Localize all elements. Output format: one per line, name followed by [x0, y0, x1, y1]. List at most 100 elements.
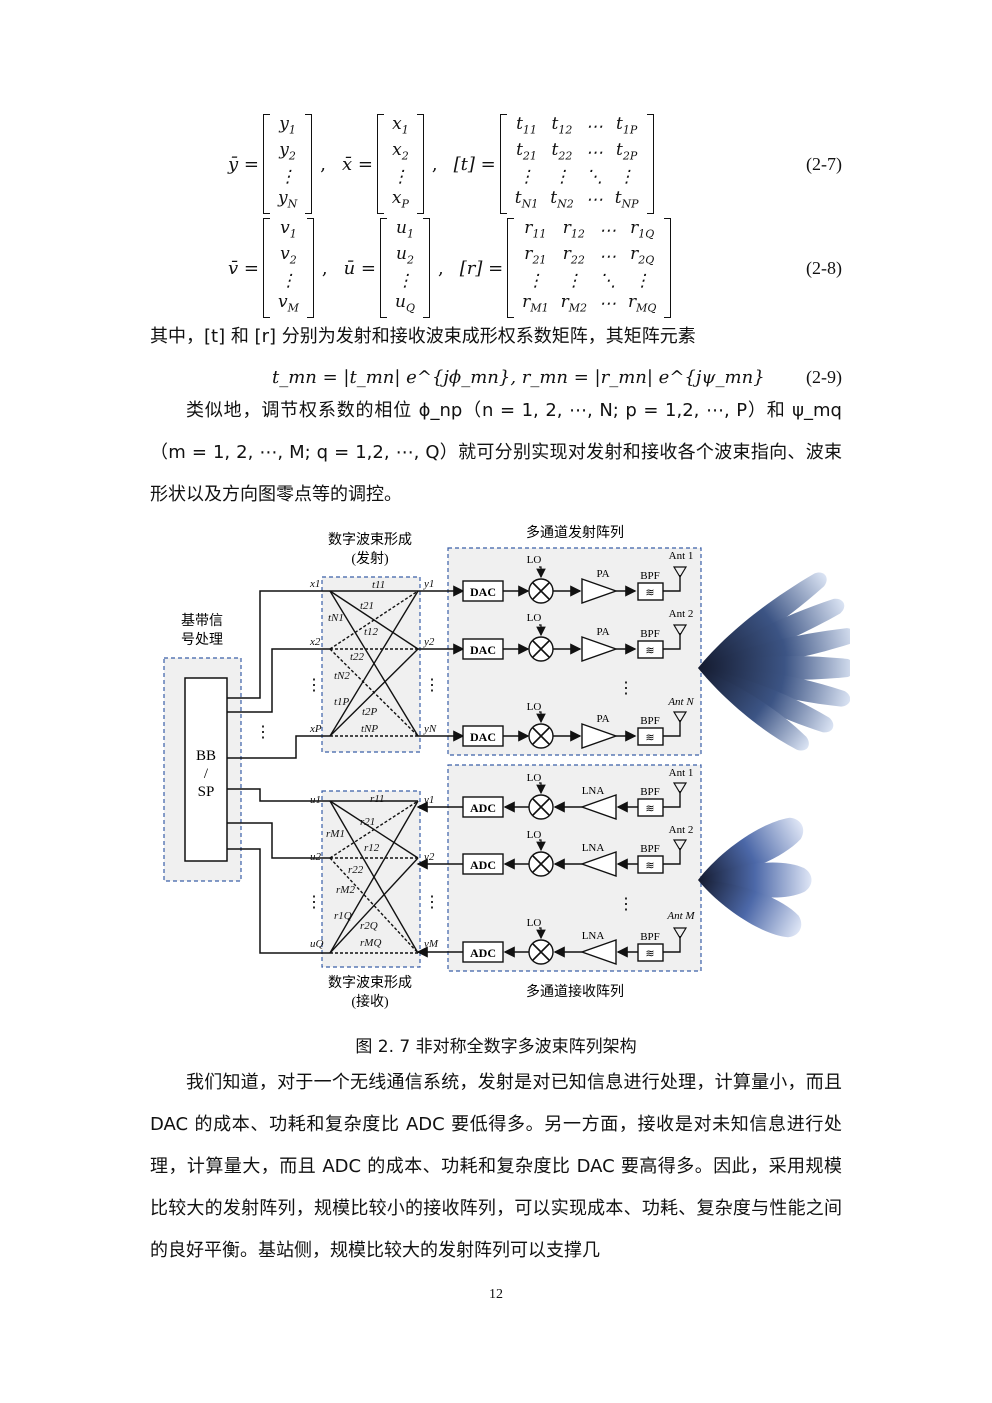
- rx-input-u1: u1: [310, 794, 321, 806]
- tx-weight-t21: t21: [360, 600, 374, 612]
- tx-output-yN: yN: [423, 723, 437, 735]
- rx-ant-1: Ant 1: [669, 767, 694, 779]
- baseband-subtitle: 号处理: [181, 632, 223, 648]
- rx-bpf-2: BPF: [640, 843, 660, 855]
- baseband-title: 基带信: [181, 612, 223, 629]
- bbsp-label-1: BB: [196, 748, 216, 764]
- rx-bf-network: [329, 800, 419, 954]
- rx-weight-r11: r11: [370, 793, 384, 805]
- rx-bf-ellipsis-right: ⋮: [424, 894, 440, 911]
- tx-weight-t22: t22: [350, 651, 365, 663]
- tx-bf-title: 数字波束形成: [328, 532, 412, 548]
- tx-weight-tN1: tN1: [328, 612, 344, 624]
- rx-lna-1: LNA: [582, 785, 605, 797]
- tx-bpf-2: BPF: [640, 628, 660, 640]
- rx-bpf-m: BPF: [640, 931, 660, 943]
- rx-adc-m: ADC: [470, 946, 496, 960]
- rx-lna-2: LNA: [582, 842, 605, 854]
- tx-feed-ellipsis: ⋮: [255, 724, 271, 741]
- tx-dac-n: DAC: [470, 730, 496, 744]
- tx-array-title: 多通道发射阵列: [526, 524, 624, 541]
- rx-beam-pattern: [698, 817, 812, 938]
- svg-text:≋: ≋: [645, 732, 654, 744]
- rx-weight-r22: r22: [348, 864, 364, 876]
- page-number: 12: [489, 1287, 503, 1302]
- equation-number-2-7: (2-7): [806, 154, 842, 174]
- svg-text:≋: ≋: [645, 645, 654, 657]
- tx-weight-tNP: tNP: [361, 723, 378, 735]
- tx-weight-tN2: tN2: [334, 670, 350, 682]
- svg-text:≋: ≋: [645, 803, 654, 815]
- tx-bpf-n: BPF: [640, 715, 660, 727]
- tx-ant-1: Ant 1: [669, 550, 694, 562]
- rx-lo-2: LO: [527, 829, 542, 841]
- tx-chain-ellipsis: ⋮: [618, 680, 634, 697]
- figure-caption: 图 2. 7 非对称全数字多波束阵列架构: [355, 1037, 637, 1057]
- figure-asymmetric-multibeam-array: 数字波束形成 (发射) 多通道发射阵列 基带信 号处理 数字波束形成 (接收) …: [163, 524, 850, 1010]
- rx-lo-m: LO: [527, 917, 542, 929]
- tx-input-x2: x2: [309, 636, 321, 648]
- rx-bpf-1: BPF: [640, 786, 660, 798]
- rx-chain-2: ADC LO LNA ≋ BPF Ant 2: [416, 824, 693, 877]
- tx-output-y1: y1: [423, 578, 434, 590]
- tx-weight-t12: t12: [364, 626, 379, 638]
- paragraph-phase-control: 类似地，调节权系数的相位 ϕ_np（n = 1, 2, ⋯, N; p = 1,…: [150, 400, 842, 505]
- rx-lna-m: LNA: [582, 930, 605, 942]
- tx-bf-network: [329, 590, 419, 737]
- tx-lo-2: LO: [527, 612, 542, 624]
- tx-bpf-1: BPF: [640, 570, 660, 582]
- equation-number-2-8: (2-8): [806, 258, 842, 278]
- rx-input-u2: u2: [310, 851, 322, 863]
- tx-bf-ellipsis-right: ⋮: [424, 677, 440, 694]
- rx-chain-1: ADC LO LNA ≋ BPF Ant 1: [416, 767, 694, 820]
- tx-input-x1: x1: [309, 578, 320, 590]
- equation-number-2-9: (2-9): [806, 367, 842, 387]
- rx-ant-m: Ant M: [666, 910, 695, 922]
- where-line: 其中，[t] 和 [r] 分别为发射和接收波束成形权系数矩阵，其矩阵元素: [150, 326, 696, 347]
- eq-lhs-r: [r] =: [459, 257, 504, 279]
- eq-lhs-t: [t] =: [453, 153, 496, 175]
- bbsp-label-2: /: [204, 766, 209, 782]
- tx-lo-n: LO: [527, 701, 542, 713]
- rx-array-title: 多通道接收阵列: [526, 983, 624, 1000]
- rx-bf-subtitle: (接收): [351, 993, 389, 1010]
- rx-weight-rMQ: rMQ: [360, 937, 381, 949]
- tx-chain-1: DAC LO PA ≋ BPF Ant 1: [418, 550, 694, 604]
- rx-weight-r21: r21: [360, 816, 375, 828]
- tx-pa-1: PA: [596, 568, 609, 580]
- tx-pa-n: PA: [596, 713, 609, 725]
- tx-weight-t1P: t1P: [334, 696, 350, 708]
- rx-weight-r1Q: r1Q: [334, 910, 352, 922]
- tx-dac-1: DAC: [470, 585, 496, 599]
- rx-bf-title: 数字波束形成: [328, 975, 412, 991]
- eq-lhs-y: ȳ =: [228, 153, 259, 175]
- tx-output-y2: y2: [423, 636, 435, 648]
- tx-ant-n: Ant N: [667, 696, 694, 708]
- rx-input-uQ: uQ: [310, 938, 324, 950]
- equation-2-9: t_mn = |t_mn| e^{jϕ_mn}, r_mn = |r_mn| e…: [272, 367, 765, 388]
- tx-feed-lines: [227, 590, 330, 954]
- rx-weight-rM1: rM1: [326, 828, 345, 840]
- rx-bf-ellipsis-left: ⋮: [306, 894, 322, 911]
- rx-weight-rM2: rM2: [336, 884, 355, 896]
- rx-weight-r12: r12: [364, 842, 380, 854]
- tx-bf-subtitle: (发射): [351, 551, 389, 567]
- svg-text:≋: ≋: [645, 948, 654, 960]
- tx-chain-2: DAC LO PA ≋ BPF Ant 2: [418, 608, 693, 662]
- rx-output-v1: v1: [424, 794, 434, 806]
- rx-output-vM: vM: [424, 938, 439, 950]
- rx-output-v2: v2: [424, 851, 435, 863]
- rx-chain-ellipsis: ⋮: [618, 896, 634, 913]
- tx-pa-2: PA: [596, 626, 609, 638]
- bbsp-block: [184, 677, 228, 862]
- rx-chain-m: ADC LO LNA ≋ BPF Ant M: [416, 910, 695, 965]
- tx-weight-t11: t11: [372, 579, 385, 591]
